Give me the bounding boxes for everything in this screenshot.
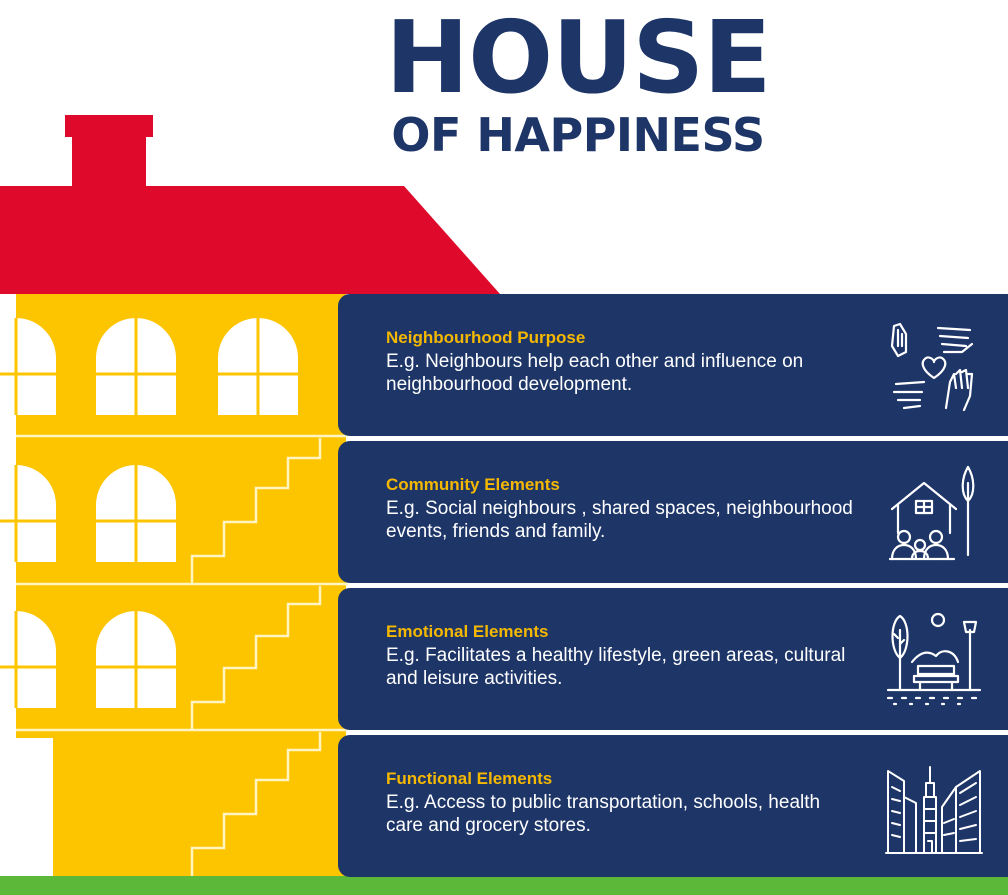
floor-card-neighbourhood-purpose: Neighbourhood Purpose E.g. Neighbours he… (338, 294, 1008, 436)
city-buildings-icon (885, 766, 983, 854)
floor-heading: Functional Elements (386, 769, 553, 788)
floor-card-functional-elements: Functional Elements E.g. Access to publi… (338, 735, 1008, 877)
floor-heading: Community Elements (386, 475, 560, 494)
helping-hands-heart-icon (890, 322, 974, 412)
staircases (190, 438, 322, 876)
floor-description: E.g. Social neighbours , shared spaces, … (386, 498, 853, 542)
floor-heading: Neighbourhood Purpose (386, 328, 586, 347)
floor-heading: Emotional Elements (386, 622, 549, 641)
title-line-2: OF HAPPINESS (391, 108, 765, 162)
floor-description: E.g. Access to public transportation, sc… (386, 792, 821, 836)
house-community-icon (888, 465, 975, 561)
window-mullions (0, 318, 298, 708)
floor-description: E.g. Neighbours help each other and infl… (386, 351, 804, 395)
park-bench-icon (886, 612, 982, 706)
title-line-1: HOUSE (385, 0, 771, 116)
ground (0, 876, 1008, 895)
floor-card-emotional-elements: Emotional Elements E.g. Facilitates a he… (338, 588, 1008, 730)
floor-lines (16, 434, 348, 732)
floor-card-community-elements: Community Elements E.g. Social neighbour… (338, 441, 1008, 583)
roof (0, 115, 500, 294)
floor-description: E.g. Facilitates a healthy lifestyle, gr… (386, 645, 846, 689)
